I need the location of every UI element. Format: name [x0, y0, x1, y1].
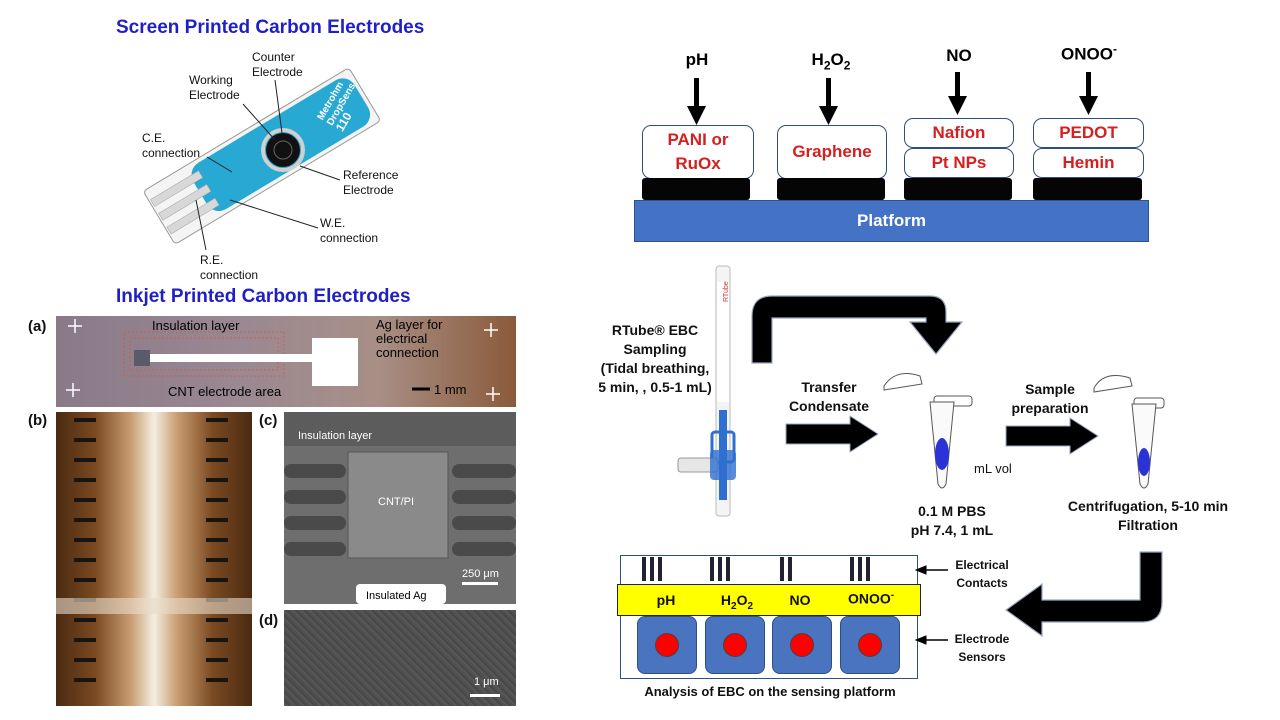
panel-b-letter: (b): [28, 412, 48, 429]
insulation-layer-label-c: Insulation layer: [298, 430, 372, 442]
sensor-dot-3: [790, 633, 814, 657]
platform-no-label: NO: [789, 592, 811, 608]
coating-hemin: Hemin: [1033, 148, 1144, 178]
re-connection-label: R.E. connection: [200, 253, 259, 282]
platform-onoo-label: ONOO-: [847, 590, 895, 607]
platform-h2o2-label: H2O2: [720, 592, 754, 612]
right-arrow-transfer: [785, 415, 879, 453]
panel-b-image: [56, 412, 252, 706]
eppendorf-tube-2: [1093, 375, 1165, 489]
cnt-electrode-area-label: CNT electrode area: [168, 384, 282, 399]
sensor-dot-4: [858, 633, 882, 657]
sample-prep-text: Sample preparation: [1011, 381, 1089, 416]
electrical-contacts-label: Electrical Contacts: [955, 558, 1009, 590]
insulation-layer-label-a: Insulation layer: [152, 318, 240, 333]
scale-bar-1um: 1 μm: [474, 676, 499, 688]
ml-vol-label: mL vol: [974, 461, 1012, 476]
ce-connection-label: C.E. connection: [142, 131, 201, 160]
platform-ph-label: pH: [656, 592, 676, 608]
platform-label: Platform: [857, 211, 926, 230]
svg-text:RTube: RTube: [723, 281, 730, 302]
scale-bar-1mm: 1 mm: [434, 382, 467, 397]
centrifugation-text: Centrifugation, 5-10 min Filtration: [1067, 498, 1229, 533]
platform-bar: Platform: [634, 200, 1149, 242]
eppendorf-tube-1: [883, 373, 973, 489]
coating-pedot: PEDOT: [1033, 118, 1144, 148]
electrode-pad-2: [777, 178, 885, 200]
inkjet-printed-title: Inkjet Printed Carbon Electrodes: [116, 286, 411, 307]
cnt-pi-label: CNT/PI: [378, 496, 415, 508]
panel-d-letter: (d): [259, 612, 279, 629]
pbs-text: 0.1 M PBS pH 7.4, 1 mL: [910, 503, 994, 538]
sensor-dot-1: [655, 633, 679, 657]
reference-electrode-label: Reference Electrode: [343, 168, 399, 197]
electrode-sensors-label: Electrode Sensors: [954, 632, 1010, 664]
coating-graphene: Graphene: [777, 125, 887, 179]
analyte-h2o2-label: H2O2: [811, 50, 851, 73]
analyte-arrows: [687, 72, 1098, 125]
insulated-ag-label: Insulated Ag: [366, 590, 427, 602]
platform-caption: Analysis of EBC on the sensing platform: [644, 684, 896, 699]
pointer-arrows: [914, 565, 948, 645]
panel-a-letter: (a): [28, 318, 47, 335]
transfer-condensate-text: Transfer Condensate: [788, 379, 870, 414]
screen-printed-title: Screen Printed Carbon Electrodes: [116, 17, 425, 38]
panel-c-letter: (c): [259, 412, 278, 429]
sensor-square-4: [840, 616, 900, 674]
curved-arrow-top: [751, 295, 964, 364]
electrode-pad-3: [904, 178, 1012, 200]
electrode-pad-1: [642, 178, 750, 200]
right-arrow-prep: [1005, 417, 1099, 455]
panel-c-image: Insulation layer CNT/PI 250 μm Insulated…: [284, 412, 516, 604]
analyte-onoo-label: ONOO-: [1061, 42, 1117, 64]
counter-electrode-label: Counter Electrode: [252, 50, 303, 79]
ag-layer-label: Ag layer for electrical connection: [376, 317, 443, 360]
rtube-device: RTube: [677, 265, 736, 517]
curved-arrow-bottom: [1004, 551, 1163, 638]
analyte-no-label: NO: [946, 46, 972, 65]
coating-pt-nps: Pt NPs: [904, 148, 1014, 178]
panel-d-image: 1 μm: [284, 610, 516, 706]
coating-nafion: Nafion: [904, 118, 1014, 148]
scale-bar-250um: 250 μm: [462, 568, 499, 580]
screen-printed-electrode-illustration: [144, 68, 380, 251]
sensor-dot-2: [723, 633, 747, 657]
electrical-contacts-pins: [642, 557, 870, 581]
rtube-sampling-text: RTube® EBC Sampling (Tidal breathing, 5 …: [598, 322, 712, 395]
panel-a-image: Insulation layer Ag layer for electrical…: [56, 316, 516, 407]
we-connection-label: W.E. connection: [320, 216, 379, 245]
electrode-pad-4: [1033, 178, 1142, 200]
analyte-ph-label: pH: [685, 50, 709, 69]
yellow-label-bar: [617, 584, 921, 616]
working-electrode-label: Working Electrode: [189, 73, 240, 102]
